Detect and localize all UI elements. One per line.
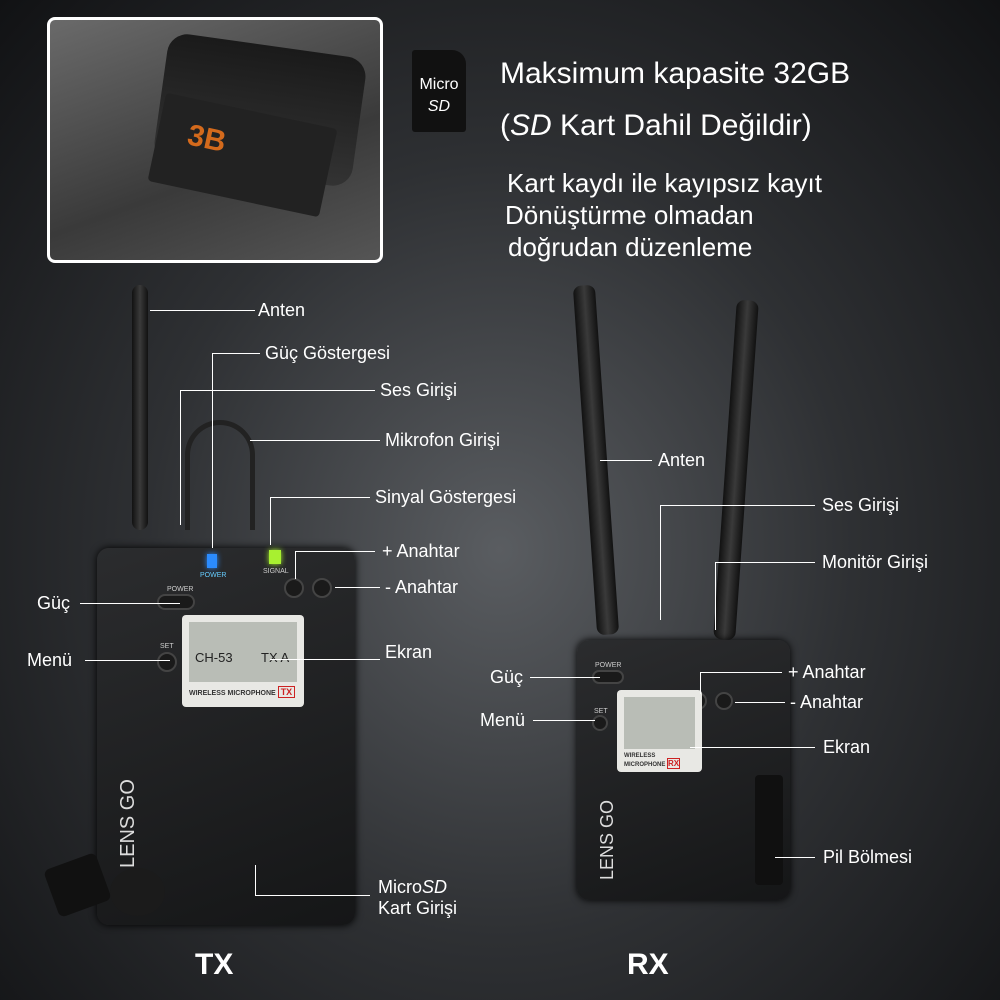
tx-signal-led	[269, 550, 281, 564]
rx-label-minus-key: - Anahtar	[790, 692, 864, 712]
feature-2: Dönüştürme olmadan	[505, 200, 754, 230]
rx-set-button[interactable]	[592, 715, 608, 731]
sd-icon-line1: Micro	[419, 76, 459, 93]
callout-line	[150, 310, 255, 311]
callout-line	[255, 865, 256, 895]
sd-icon-line2: SD	[427, 98, 451, 115]
sd-slot-prefix: Micro	[378, 877, 422, 897]
note-sd: SD	[510, 109, 552, 142]
callout-line	[212, 353, 213, 548]
tx-badge: TX	[277, 686, 296, 698]
sd-slot-line2: Kart Girişi	[378, 898, 458, 918]
rx-label-antenna: Anten	[658, 450, 706, 470]
tx-antenna	[132, 285, 148, 530]
callout-line	[715, 562, 815, 563]
tx-brand: LENS GO	[117, 779, 139, 868]
rx-label-plus-key: + Anahtar	[788, 662, 866, 682]
rx-label-power: Güç	[490, 667, 524, 687]
rx-device: POWER SET WIRELESS MICROPHONE RX LENS GO	[577, 640, 790, 900]
callout-line	[775, 857, 815, 858]
rx-badge: RX	[667, 758, 681, 769]
tx-mode: TX A	[261, 650, 290, 665]
callout-line	[600, 460, 652, 461]
tx-title: TX	[195, 948, 234, 981]
sd-slot-sd: SD	[422, 877, 448, 897]
callout-line	[700, 672, 782, 673]
tx-power-led	[207, 554, 217, 568]
tx-minus-button[interactable]	[312, 578, 332, 598]
rx-label-battery: Pil Bölmesi	[823, 847, 913, 867]
tx-set-button[interactable]	[157, 652, 177, 672]
rx-minus-button[interactable]	[715, 692, 733, 710]
rx-label-monitor-input: Monitör Girişi	[822, 552, 929, 572]
callout-line	[180, 390, 375, 391]
rx-title: RX	[627, 948, 669, 981]
callout-line	[660, 505, 661, 620]
rx-label-audio-input: Ses Girişi	[822, 495, 900, 515]
tx-label-menu: Menü	[27, 650, 73, 670]
feature-1: Kart kaydı ile kayıpsız kayıt	[507, 168, 823, 198]
tx-label-audio-input: Ses Girişi	[380, 380, 458, 400]
tx-plus-button[interactable]	[284, 578, 304, 598]
tx-signal-led-label: SIGNAL	[263, 568, 289, 575]
tx-power-btn-label: POWER	[167, 586, 194, 593]
callout-line	[212, 353, 260, 354]
feature-3: doğrudan düzenleme	[508, 232, 753, 262]
tx-label-mic-input: Mikrofon Girişi	[385, 430, 501, 450]
callout-line	[335, 587, 380, 588]
lavalier-mic-foam	[110, 868, 165, 916]
rx-brand: LENS GO	[597, 799, 617, 880]
tx-label-signal-indicator: Sinyal Göstergesi	[375, 487, 517, 507]
callout-line	[533, 720, 595, 721]
tx-label-power: Güç	[37, 593, 71, 613]
callout-line	[295, 551, 296, 579]
callout-line	[700, 672, 701, 694]
callout-line	[85, 660, 170, 661]
callout-line	[255, 895, 370, 896]
capacity-text: Maksimum kapasite 32GB	[500, 57, 851, 90]
callout-line	[80, 603, 180, 604]
tx-label-plus-key: + Anahtar	[382, 541, 460, 561]
tx-mic-cable	[185, 420, 255, 530]
callout-line	[530, 677, 600, 678]
callout-line	[690, 747, 815, 748]
note-prefix: (	[500, 109, 510, 142]
sd-note: (SD Kart Dahil Değildir)	[500, 109, 812, 143]
rx-label-menu: Menü	[480, 710, 526, 730]
rx-power-btn-label: POWER	[595, 662, 622, 669]
tx-power-led-label: POWER	[200, 572, 227, 579]
callout-line	[270, 497, 271, 545]
callout-line	[250, 440, 380, 441]
rx-screen: WIRELESS MICROPHONE RX	[617, 690, 702, 772]
tx-label-screen: Ekran	[385, 642, 433, 662]
callout-line	[660, 505, 815, 506]
rx-label-screen: Ekran	[823, 737, 871, 757]
callout-line	[180, 390, 181, 525]
sd-slot-closeup-photo: 3B	[47, 17, 383, 263]
tx-set-label: SET	[160, 643, 174, 650]
rx-antenna-right	[713, 299, 759, 641]
callout-line	[715, 562, 716, 630]
callout-line	[270, 497, 370, 498]
rx-screen-footer: WIRELESS MICROPHONE	[624, 753, 666, 768]
tx-screen-footer: WIRELESS MICROPHONE	[189, 690, 276, 697]
tx-label-power-indicator: Güç Göstergesi	[265, 343, 391, 363]
tx-channel: CH-53	[195, 650, 233, 665]
rx-set-label: SET	[594, 708, 608, 715]
tx-label-antenna: Anten	[258, 300, 306, 320]
callout-line	[270, 659, 380, 660]
note-rest: Kart Dahil Değildir)	[551, 109, 812, 142]
rx-battery-compartment[interactable]	[755, 775, 783, 885]
callout-line	[735, 702, 785, 703]
callout-line	[295, 551, 375, 552]
tx-label-minus-key: - Anahtar	[385, 577, 459, 597]
tx-screen: CH-53 TX A WIRELESS MICROPHONE TX	[182, 615, 304, 707]
tx-device: POWER SIGNAL POWER SET CH-53 TX A WIRELES…	[97, 548, 355, 925]
tx-power-button[interactable]	[157, 594, 195, 610]
